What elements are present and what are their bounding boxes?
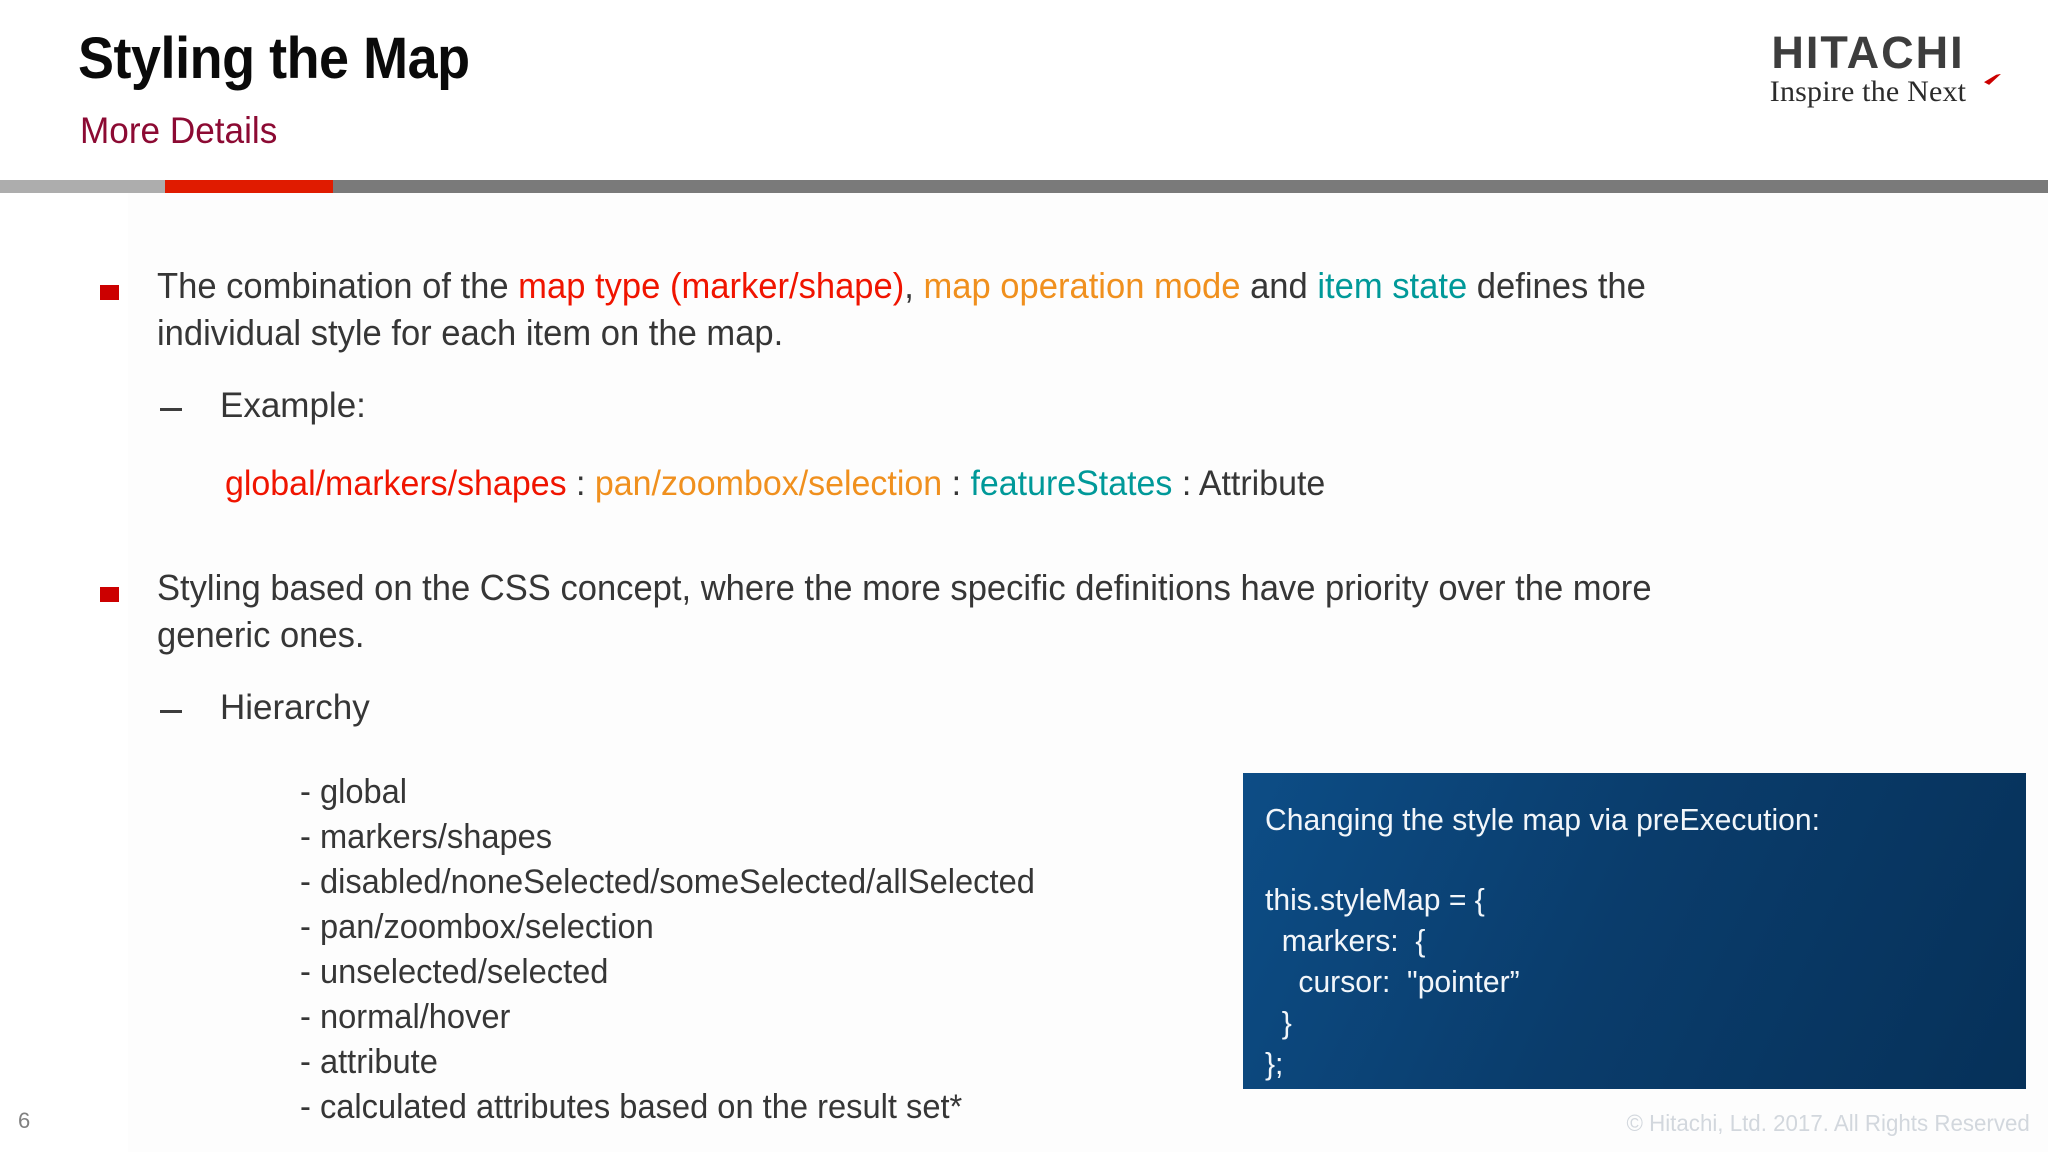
bullet-2-line-1: Styling based on the CSS concept, where … [157,567,1652,608]
list-item: - global [300,773,408,811]
list-item: - disabled/noneSelected/someSelected/all… [300,863,1035,901]
logo-tagline-text: Inspire the Next [1769,74,1967,108]
example-part-global: global/markers/shapes [225,464,567,503]
list-item: - attribute [300,1043,438,1081]
divider-bar-left [0,180,165,193]
bullet-1-seg-3: , [904,265,924,306]
code-line: cursor: "pointer” [1265,964,1520,999]
example-part-states: featureStates [970,464,1173,503]
bullet-2-line-2: generic ones. [157,614,365,655]
sub-bullet-hierarchy: Hierarchy [160,690,370,725]
logo-tagline-wrap: Inspire the Next [1718,73,2018,108]
hierarchy-list: - global - markers/shapes - disabled/non… [300,770,1066,1130]
bullet-square-icon [100,587,119,602]
example-separator-1: : [566,464,595,503]
code-callout-box: Changing the style map via preExecution:… [1243,773,2026,1089]
code-line: } [1265,1005,1292,1040]
bullet-2-text: Styling based on the CSS concept, where … [157,570,1866,653]
page-number: 6 [18,1108,31,1133]
code-callout-inner: Changing the style map via preExecution:… [1243,773,2026,1084]
dash-icon [160,408,182,411]
example-syntax-line: global/markers/shapes : pan/zoombox/sele… [225,466,1325,501]
sub-bullet-hierarchy-label: Hierarchy [220,688,370,727]
divider-bar-right [333,180,2048,193]
copyright-notice: © Hitachi, Ltd. 2017. All Rights Reserve… [1626,1110,2030,1136]
code-callout-title: Changing the style map via preExecution: [1265,802,1820,837]
hitachi-logo: HITACHI Inspire the Next [1718,30,2018,107]
bullet-1-line-2: individual style for each item on the ma… [157,312,784,353]
code-line: }; [1265,1046,1284,1081]
bullet-1-seg-opmode: map operation mode [923,265,1241,306]
example-part-attribute: Attribute [1198,464,1326,503]
page-title: Styling the Map [78,26,470,91]
list-item: - pan/zoombox/selection [300,908,654,946]
bullet-1-seg-maptype: map type (marker/shape) [518,265,905,306]
page-subtitle: More Details [80,110,278,151]
bullet-1-seg-5: and [1240,265,1318,306]
example-part-operation: pan/zoombox/selection [594,464,943,503]
bullet-1-text: The combination of the map type (marker/… [157,268,1830,351]
code-line: markers: { [1265,923,1426,958]
divider-bar-red [165,180,333,193]
sub-bullet-example-label: Example: [220,386,366,425]
list-item: - calculated attributes based on the res… [300,1088,963,1126]
list-item: - normal/hover [300,998,511,1036]
bullet-1-seg-itemstate: item state [1317,265,1468,306]
bullet-item-2: Styling based on the CSS concept, where … [100,570,1950,653]
bullet-1-seg-1: The combination of the [157,265,519,306]
bullet-1-seg-7: defines the [1467,265,1646,306]
bullet-square-icon [100,285,119,300]
list-item: - markers/shapes [300,818,553,856]
bullet-item-1: The combination of the map type (marker/… [100,268,1900,351]
dash-icon [160,710,182,713]
sub-bullet-example: Example: [160,388,366,423]
list-item: - unselected/selected [300,953,609,991]
example-separator-2: : [942,464,971,503]
example-separator-3: : [1172,464,1199,503]
code-callout-spacer [1265,840,2026,879]
logo-wordmark: HITACHI [1771,27,1965,78]
code-line: this.styleMap = { [1265,882,1485,917]
logo-accent-mark-icon [1984,73,2001,85]
